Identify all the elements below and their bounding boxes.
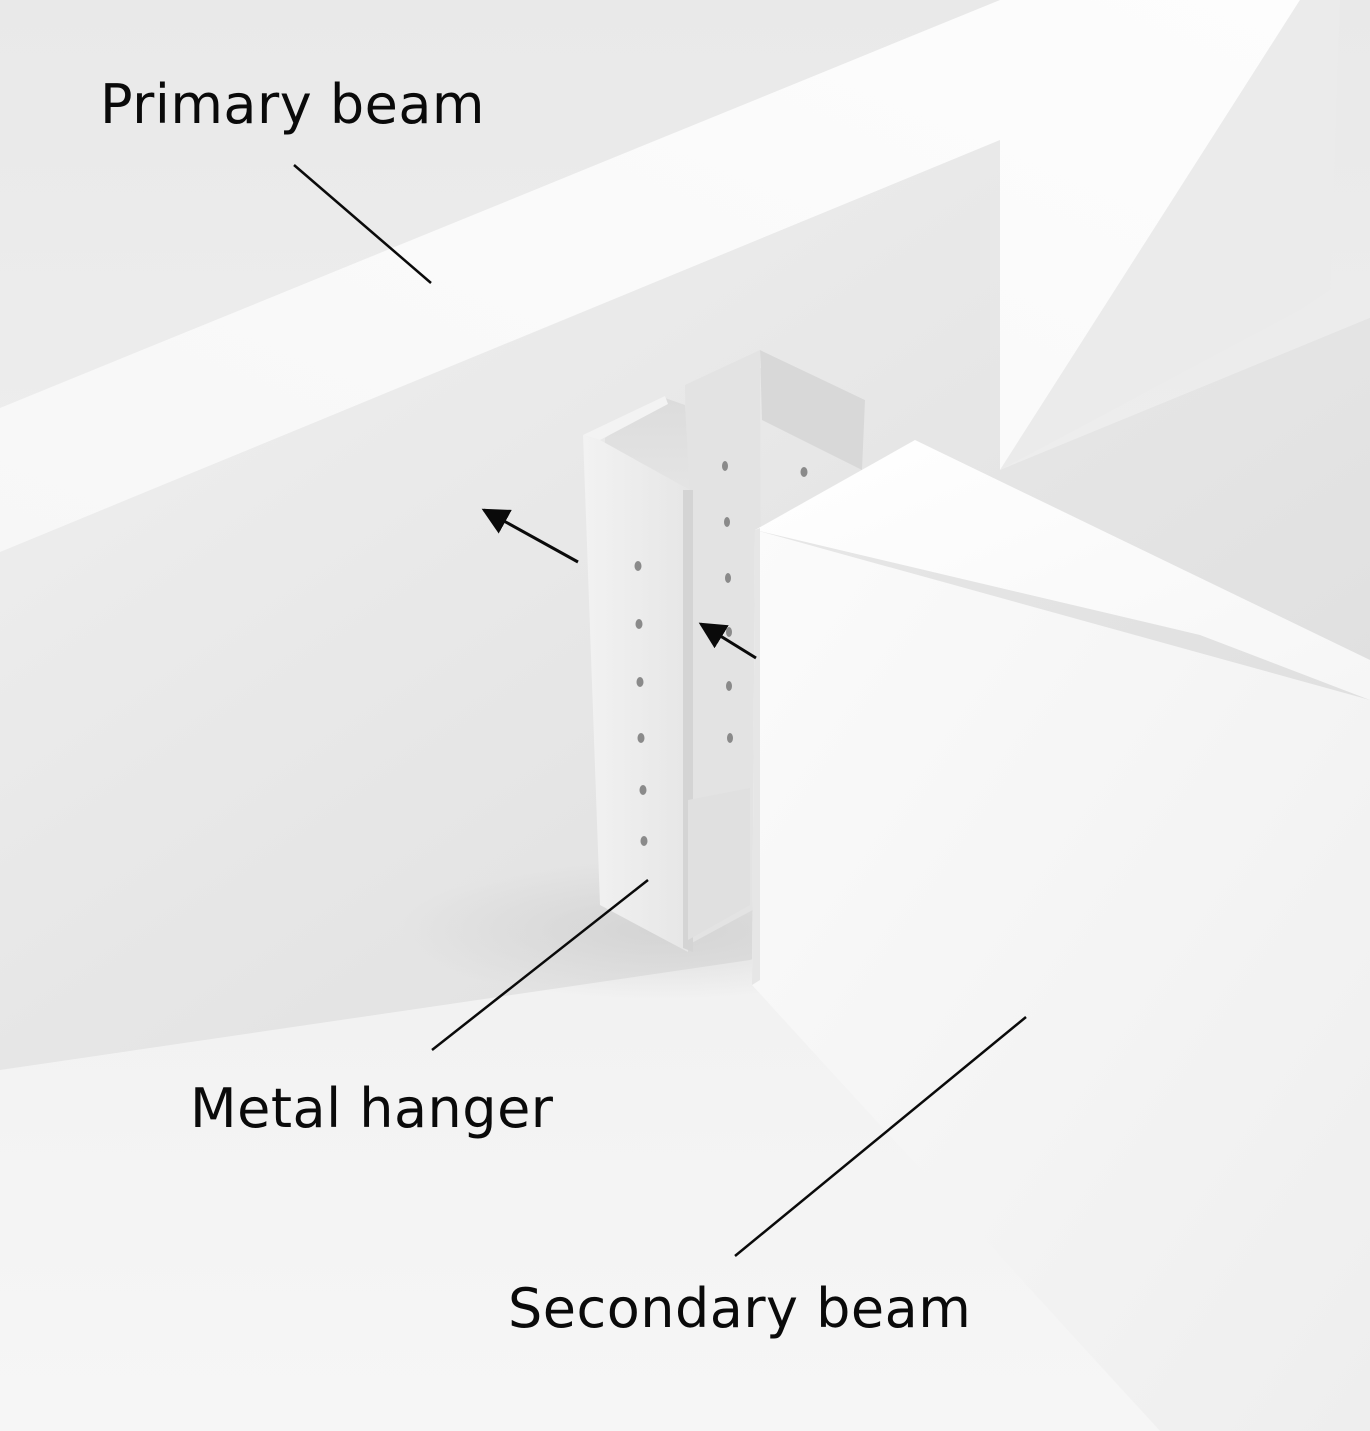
bolt-hole [722,461,728,471]
hanger-front-strap [583,435,690,952]
bolt-hole [635,619,643,629]
bolt-hole [637,733,645,743]
bolt-hole [724,517,730,527]
bolt-hole [800,467,808,477]
bolt-hole [640,836,648,846]
secondary-beam-end-face [752,528,760,985]
bolt-hole [639,785,647,795]
bolt-hole [726,627,732,637]
secondary-beam-leader-line [734,1016,1027,1257]
arrow-secondary-to-hanger [698,622,757,660]
primary-beam-leader-line [293,164,432,284]
secondary-beam-front-face [752,530,1370,1431]
primary-beam-label: Primary beam [100,73,486,136]
hanger-bolt-holes [634,461,808,846]
primary-beam-end-face [1000,0,1340,470]
metal-hanger-leader-line [431,879,649,1051]
bolt-hole [727,733,733,743]
bolt-hole [636,677,644,687]
hanger-left-flange-top [583,396,668,440]
bolt-hole [726,681,732,691]
metal-hanger-label: Metal hanger [190,1077,554,1140]
hanger-right-side [760,350,865,470]
hanger-seat [688,788,750,940]
secondary-beam-top-face [755,440,1370,700]
bolt-hole [634,561,642,571]
arrow-hanger-to-primary [481,508,579,564]
secondary-beam-label: Secondary beam [508,1277,972,1340]
bolt-hole [725,573,731,583]
